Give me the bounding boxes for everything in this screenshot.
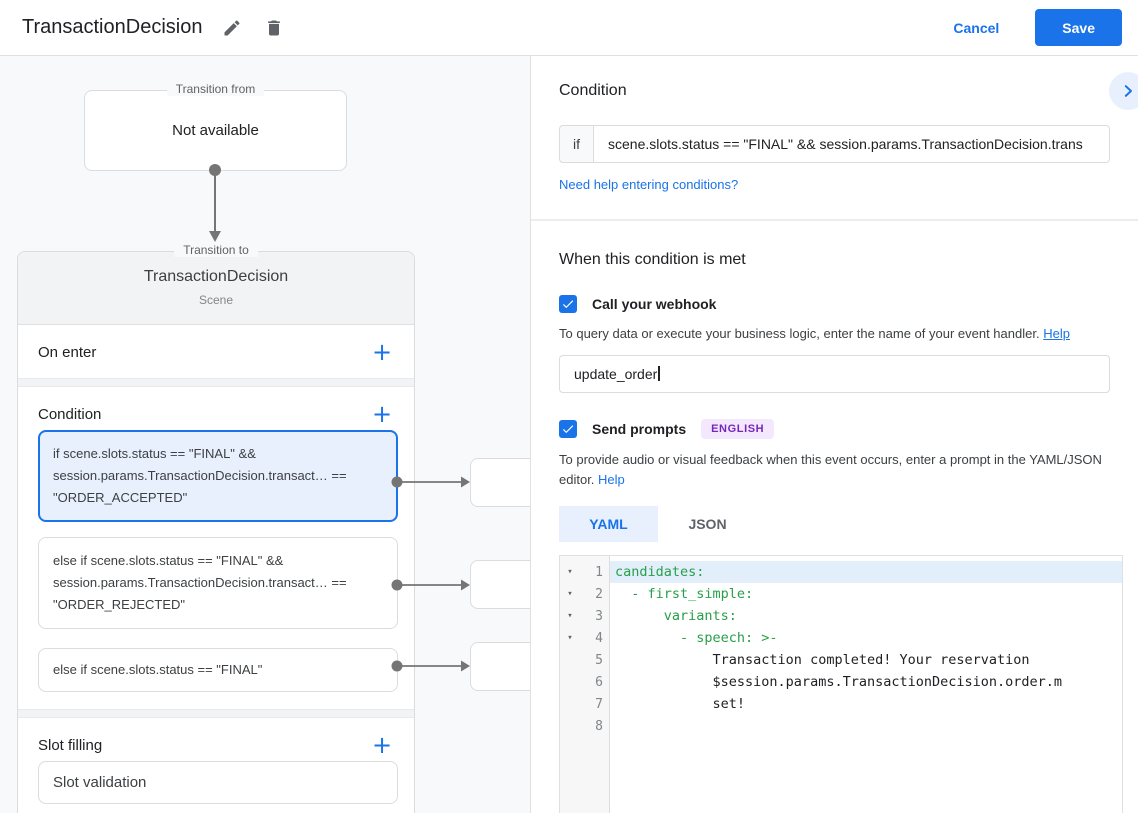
add-condition-button[interactable]: + [371, 400, 393, 428]
transition-from-box: Transition from Not available [84, 82, 347, 171]
editor-gutter: ▾ 1 ▾ 2 ▾ 3 ▾ 4 5 6 7 8 [560, 556, 610, 813]
text-cursor [658, 366, 660, 381]
tab-json[interactable]: JSON [658, 506, 757, 542]
check-icon [562, 300, 574, 309]
slot-filling-label: Slot filling [38, 736, 103, 754]
prompts-help-link[interactable]: Help [598, 472, 625, 487]
webhook-checkbox[interactable] [559, 295, 577, 313]
section-divider [18, 378, 414, 387]
edit-title-button[interactable] [220, 16, 244, 40]
check-icon [562, 425, 574, 434]
condition-expression-input[interactable]: scene.slots.status == "FINAL" && session… [594, 125, 1110, 163]
code-line: variants: [615, 608, 737, 624]
code-line: - first_simple: [615, 586, 754, 602]
scene-name: TransactionDecision [143, 268, 289, 285]
transition-target-box-1[interactable] [470, 458, 530, 507]
transition-target-box-2[interactable] [470, 560, 530, 609]
transition-from-legend: Transition from [166, 82, 265, 96]
add-on-enter-button[interactable]: + [371, 338, 393, 366]
section-divider [18, 709, 414, 718]
cancel-button[interactable]: Cancel [953, 19, 1000, 36]
condition-card-accepted[interactable]: if scene.slots.status == "FINAL" && sess… [38, 430, 398, 522]
fold-toggle[interactable]: ▾ [567, 567, 573, 577]
code-line: $session.params.TransactionDecision.orde… [615, 674, 1063, 690]
page-title: TransactionDecision [22, 16, 203, 38]
slot-filling-section-header: Slot filling + [18, 718, 414, 761]
condition-card-rejected[interactable]: else if scene.slots.status == "FINAL" &&… [38, 537, 398, 629]
condition-editor-panel: Condition if scene.slots.status == "FINA… [531, 56, 1138, 813]
transition-to-box: Transition to TransactionDecision Scene … [17, 243, 415, 813]
webhook-handler-value: update_order [574, 366, 658, 382]
language-badge: ENGLISH [701, 419, 775, 439]
add-slot-button[interactable]: + [371, 731, 393, 759]
code-line [610, 715, 1122, 737]
chevron-right-icon [1124, 85, 1132, 97]
if-prefix-label: if [559, 125, 594, 163]
condition-label: Condition [38, 405, 102, 423]
editor-format-tabs: YAML JSON [559, 506, 1110, 542]
transition-from-content: Not available [172, 122, 259, 139]
condition-help-link[interactable]: Need help entering conditions? [559, 177, 739, 192]
webhook-help-link[interactable]: Help [1043, 326, 1070, 341]
webhook-handler-input[interactable]: update_order [559, 355, 1110, 393]
line-number: 2 [595, 586, 603, 602]
on-enter-label: On enter [38, 343, 97, 361]
scene-diagram-panel: Transition from Not available Transition… [0, 56, 531, 813]
code-line: Transaction completed! Your reservation [615, 652, 1030, 668]
tab-yaml[interactable]: YAML [559, 506, 658, 542]
prompts-helper-sentence: To provide audio or visual feedback when… [559, 452, 1102, 487]
down-connector-arrow [209, 164, 221, 242]
line-number: 6 [595, 674, 603, 690]
line-number: 4 [595, 630, 603, 646]
webhook-helper-text: To query data or execute your business l… [559, 324, 1110, 344]
line-number: 1 [595, 564, 603, 580]
on-enter-section-header: On enter + [18, 325, 414, 378]
fold-toggle[interactable]: ▾ [567, 633, 573, 643]
scene-type-label: Scene [198, 293, 234, 307]
pencil-icon [224, 19, 240, 35]
line-number: 8 [595, 718, 603, 734]
code-line: - speech: >- [615, 630, 778, 646]
collapse-panel-button[interactable] [1109, 72, 1138, 110]
condition-panel-title: Condition [559, 82, 627, 99]
scene-card-header: TransactionDecision Scene [18, 252, 414, 325]
slot-validation-card[interactable]: Slot validation [38, 761, 398, 804]
transition-target-box-3[interactable] [470, 642, 530, 691]
save-button[interactable]: Save [1035, 9, 1122, 46]
line-number: 5 [595, 652, 603, 668]
line-number: 3 [595, 608, 603, 624]
fold-toggle[interactable]: ▾ [567, 611, 573, 621]
webhook-helper-sentence: To query data or execute your business l… [559, 326, 1040, 341]
condition-section-header: Condition + [18, 387, 414, 430]
trash-icon [268, 20, 281, 35]
prompts-helper-text: To provide audio or visual feedback when… [559, 450, 1110, 490]
transition-to-legend: Transition to [174, 243, 258, 257]
app-bar: TransactionDecision Cancel Save [0, 0, 1138, 56]
send-prompts-checkbox[interactable] [559, 420, 577, 438]
send-prompts-label: Send prompts [592, 421, 687, 437]
code-line: candidates: [610, 561, 1122, 583]
delete-scene-button[interactable] [262, 16, 286, 40]
editor-code-area[interactable]: candidates: - first_simple: variants: - … [610, 556, 1122, 813]
condition-card-final[interactable]: else if scene.slots.status == "FINAL" [38, 648, 398, 692]
fold-toggle[interactable]: ▾ [567, 589, 573, 599]
webhook-checkbox-label: Call your webhook [592, 296, 717, 312]
handler-section-title: When this condition is met [559, 251, 746, 268]
prompt-code-editor[interactable]: ▾ 1 ▾ 2 ▾ 3 ▾ 4 5 6 7 8 candidates: - first_… [559, 555, 1123, 813]
line-number: 7 [595, 696, 603, 712]
code-line: set! [615, 696, 746, 712]
